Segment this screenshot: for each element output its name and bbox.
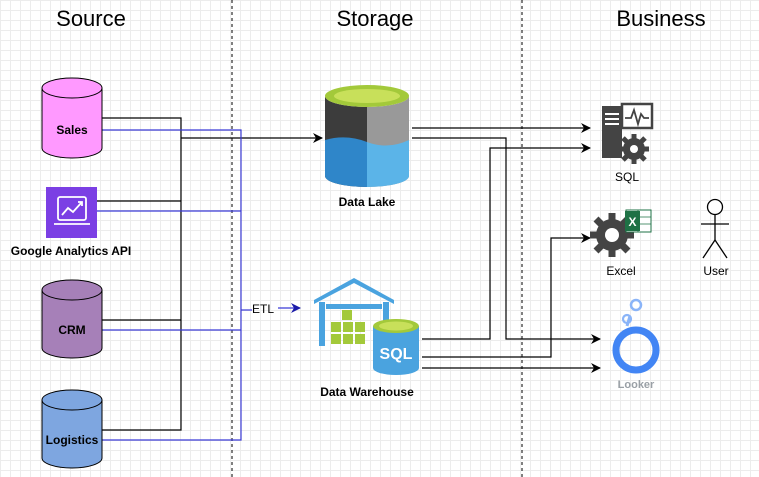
excel-node[interactable]: X Excel [590,209,652,278]
data-lake-label: Data Lake [339,195,396,209]
sql-server-node[interactable]: SQL [602,102,654,184]
user-label: User [703,264,728,278]
connector-warehouse-excel [422,233,591,358]
sales-node[interactable]: Sales [41,77,103,159]
data-lake-icon [325,85,409,187]
analytics-icon [46,187,97,238]
google-analytics-node[interactable]: Google Analytics API [11,187,131,258]
connector-source-bus [102,117,182,431]
sql-database-icon: SQL [373,319,419,375]
connector-lake-looker [412,137,601,344]
looker-label: Looker [618,379,655,391]
sales-label: Sales [56,123,88,137]
looker-node[interactable]: Looker [612,298,660,391]
logistics-node[interactable]: Logistics [41,389,103,469]
warehouse-sql-badge: SQL [380,346,413,363]
data-warehouse-node[interactable]: SQL Data Warehouse [314,278,419,399]
user-icon [701,198,729,259]
excel-label: Excel [606,264,635,278]
logistics-label: Logistics [46,433,99,447]
data-lake-node[interactable]: Data Lake [325,85,409,209]
svg-text:X: X [628,215,636,229]
excel-gear-icon: X [590,209,652,257]
data-warehouse-label: Data Warehouse [320,385,414,399]
warehouse-icon [314,278,394,346]
server-gear-icon [602,102,654,164]
header-source: Source [56,6,126,31]
sql-label: SQL [615,170,639,184]
crm-node[interactable]: CRM [41,279,103,359]
connectors [97,117,601,441]
header-storage: Storage [336,6,413,31]
user-node[interactable]: User [701,198,729,279]
connector-warehouse-sql [422,143,591,340]
looker-icon [612,298,660,374]
connector-blue-bus [102,129,242,441]
etl-label: ETL [252,302,274,316]
google-analytics-label: Google Analytics API [11,244,131,258]
crm-label: CRM [58,323,85,337]
header-business: Business [616,6,705,31]
